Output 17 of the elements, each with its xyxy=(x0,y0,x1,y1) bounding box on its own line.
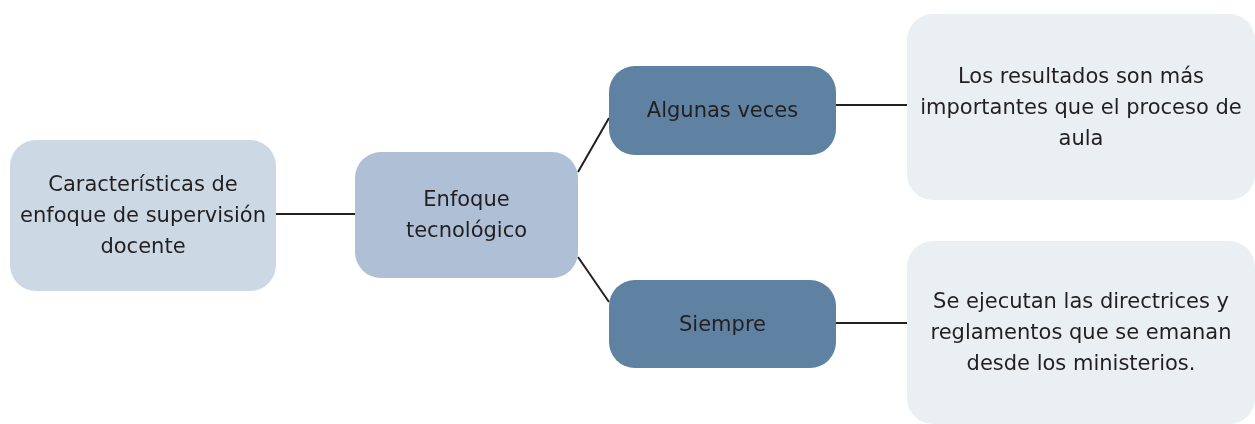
node-text: Características de enfoque de supervisión docente xyxy=(19,171,267,260)
node-text: Algunas veces xyxy=(646,97,799,124)
connector-line xyxy=(577,256,610,303)
category-box xyxy=(609,280,836,368)
connector-line xyxy=(577,117,610,173)
topic-box xyxy=(355,152,578,278)
category-box xyxy=(609,66,836,155)
connector-line xyxy=(835,104,908,106)
description-box xyxy=(907,14,1255,200)
node-text: Enfoque tecnológico xyxy=(404,186,529,244)
root-box xyxy=(10,140,276,291)
node-text: Se ejecutan las directrices y reglamentos que se emanan desde los ministerios. xyxy=(929,288,1233,377)
node-text: Los resultados son más importantes que el proceso de aula xyxy=(919,62,1243,152)
connector-line xyxy=(835,322,908,324)
connector-line xyxy=(275,213,356,215)
node-text: Siempre xyxy=(679,310,766,338)
description-box xyxy=(907,241,1255,424)
